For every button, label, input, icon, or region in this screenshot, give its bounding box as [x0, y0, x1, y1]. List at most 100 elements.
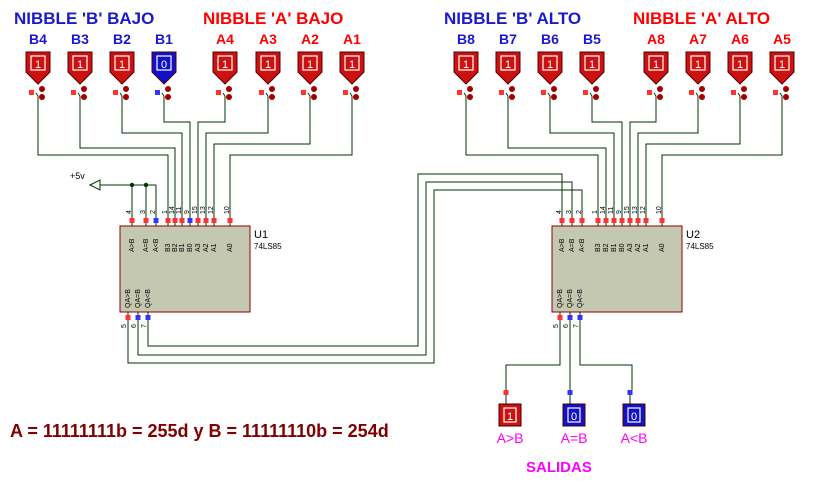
logic-probe-b4[interactable]: B41	[25, 31, 51, 100]
pin-number: 13	[632, 206, 639, 214]
probe-window	[732, 55, 748, 71]
pin-label: B1	[179, 243, 186, 252]
logic-probe-b7[interactable]: B71	[495, 31, 521, 100]
pin-number: 3	[140, 210, 147, 214]
logic-probe-a4[interactable]: A41	[212, 31, 238, 100]
contact-dot	[165, 86, 171, 92]
probe-label: B6	[541, 31, 559, 47]
logic-probe-b6[interactable]: B61	[537, 31, 563, 100]
chip-u1[interactable]: U174LS854A>B3A=B2A<B1B314B211B19B015A313…	[119, 206, 282, 328]
pin-state-marker	[595, 218, 601, 223]
probe-label: A5	[773, 31, 791, 47]
pin-label: QA=B	[135, 289, 142, 308]
logic-probe-a7[interactable]: A71	[685, 31, 711, 100]
pin-state-marker	[129, 218, 135, 223]
chip-name: U1	[254, 229, 268, 241]
probe-body	[769, 51, 795, 85]
contact-dot	[593, 86, 599, 92]
pin-label: A1	[643, 243, 650, 252]
pin-number: 10	[224, 206, 231, 214]
logic-probe-a3[interactable]: A31	[255, 31, 281, 100]
probe-window	[584, 55, 600, 71]
pin-label: A2	[635, 243, 642, 252]
pin-number: 3	[566, 210, 573, 214]
contact-dot	[123, 94, 129, 100]
contact-dot	[657, 86, 663, 92]
probe-body	[643, 51, 669, 85]
pin-number: 11	[176, 207, 183, 214]
equation-text: A = 11111111b = 255d y B = 11111110b = 2…	[10, 421, 389, 441]
pin-state-marker	[611, 218, 617, 223]
contact-dot	[311, 94, 317, 100]
pin-label: QA=B	[567, 289, 574, 308]
pin-label: A0	[659, 243, 666, 252]
pin-state-marker	[211, 218, 217, 223]
pin-state-marker	[627, 218, 633, 223]
logic-probe-b1[interactable]: B10	[151, 31, 177, 100]
pin-state-marker	[603, 218, 609, 223]
probe-value: 1	[349, 59, 355, 71]
logic-probe-a8[interactable]: A81	[643, 31, 669, 100]
probe-label: B4	[29, 31, 47, 47]
logic-probe-a2[interactable]: A21	[297, 31, 323, 100]
pin-label: A0	[227, 243, 234, 252]
chip-u2[interactable]: U274LS854A>B3A=B2A<B1B314B211B19B015A313…	[551, 206, 714, 328]
pin-label: A1	[211, 243, 218, 252]
probe-window	[302, 55, 318, 71]
pin-label: B0	[187, 243, 194, 252]
junction-dot	[143, 182, 149, 188]
contact-dot	[353, 86, 359, 92]
pin-state-marker	[577, 315, 583, 320]
probe-window	[542, 55, 558, 71]
pin-number: 7	[573, 324, 580, 328]
logic-probe-b3[interactable]: B31	[67, 31, 93, 100]
pin-state-marker	[503, 390, 509, 395]
pin-number: 2	[150, 210, 157, 214]
pin-number: 1	[162, 210, 169, 214]
pin-label: A<B	[153, 238, 160, 252]
pin-label: B0	[619, 243, 626, 252]
logic-probe-b8[interactable]: B81	[453, 31, 479, 100]
probe-body	[255, 51, 281, 85]
logic-probe-a5[interactable]: A51	[769, 31, 795, 100]
pin-state-marker	[195, 218, 201, 223]
probe-label: B1	[155, 31, 173, 47]
header-nibble-b-high: NIBBLE 'B' ALTO	[444, 9, 581, 28]
logic-probe-a1[interactable]: A11	[339, 31, 365, 100]
pin-state-marker	[635, 218, 641, 223]
pin-state-marker	[143, 218, 149, 223]
pin-label: B1	[611, 243, 618, 252]
pin-state-marker	[569, 218, 575, 223]
logic-probe-b5[interactable]: B51	[579, 31, 605, 100]
pin-state-marker	[165, 218, 171, 223]
logic-probe-b2[interactable]: B21	[109, 31, 135, 100]
pin-state-marker	[499, 90, 504, 95]
probe-label: A3	[259, 31, 277, 47]
output-window	[567, 407, 581, 423]
probe-value: 1	[737, 59, 743, 71]
pin-state-marker	[259, 90, 264, 95]
contact-dot	[741, 86, 747, 92]
contact-dot	[551, 86, 557, 92]
pin-label: QA>B	[125, 289, 132, 308]
probe-value: 1	[307, 59, 313, 71]
pin-state-marker	[567, 315, 573, 320]
contact-dot	[226, 86, 232, 92]
probe-body	[109, 51, 135, 85]
pin-state-marker	[583, 90, 588, 95]
probe-body	[67, 51, 93, 85]
probe-body	[537, 51, 563, 85]
pin-label: QA<B	[145, 289, 152, 308]
probe-body	[151, 51, 177, 85]
output-value: 1	[507, 411, 513, 423]
pin-number: 5	[121, 324, 128, 328]
pin-state-marker	[145, 315, 151, 320]
probe-body	[579, 51, 605, 85]
contact-dot	[269, 94, 275, 100]
pin-state-marker	[301, 90, 306, 95]
logic-probe-a6[interactable]: A61	[727, 31, 753, 100]
junction-dot	[129, 182, 135, 188]
